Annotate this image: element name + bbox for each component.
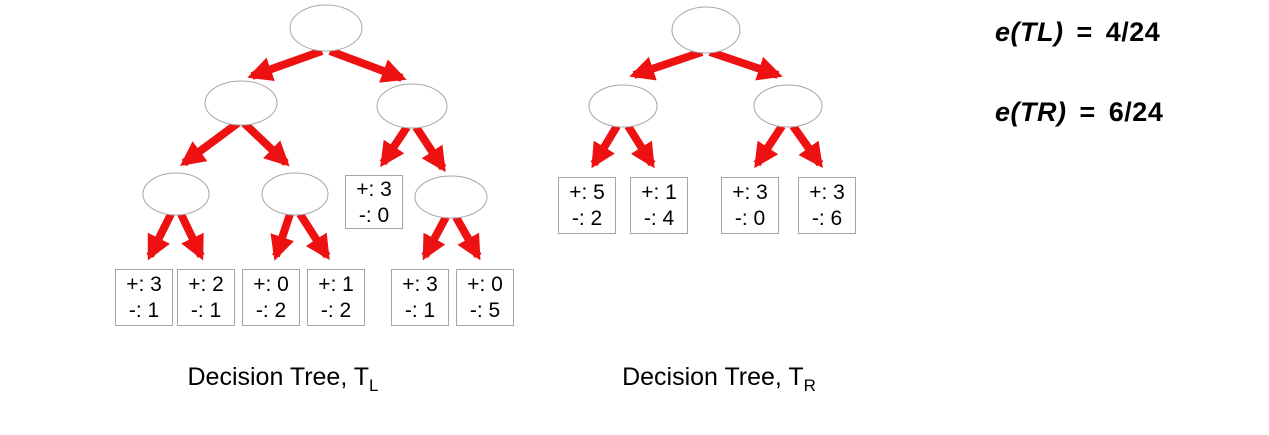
leaf-minus-count: -: 2: [255, 299, 287, 322]
tree-edge-arrow: [247, 47, 324, 82]
equation-lhs: e(TL): [995, 17, 1064, 47]
tree-edge-arrow: [789, 123, 824, 169]
tree-node-ellipse: [376, 83, 448, 129]
tree-edge-arrow: [753, 123, 786, 169]
tree-edge-arrow: [629, 48, 704, 81]
leaf-minus-count: -: 4: [643, 207, 675, 230]
leaf-node: +: 3 -: 0: [345, 175, 403, 229]
tree-edge-arrow: [624, 123, 656, 169]
tree-node-ellipse: [142, 172, 210, 216]
equation-rhs: 6/24: [1108, 97, 1164, 127]
leaf-node: +: 3 -: 0: [721, 177, 779, 234]
leaf-plus-count: +: 1: [641, 181, 677, 204]
leaf-node: +: 0 -: 2: [242, 269, 300, 326]
tree-node-ellipse: [414, 175, 488, 219]
leaf-minus-count: -: 2: [571, 207, 603, 230]
leaf-node: +: 3 -: 1: [115, 269, 173, 326]
leaf-node: +: 1 -: 4: [630, 177, 688, 234]
equation-lhs: e(TR): [995, 97, 1067, 127]
leaf-plus-count: +: 2: [188, 273, 224, 296]
leaf-minus-count: -: 1: [128, 299, 160, 322]
tree-left-edges: [146, 47, 482, 261]
tree-right-edges: [590, 48, 824, 169]
tree-edge-arrow: [421, 215, 450, 261]
tree-left-nodes: [142, 4, 488, 219]
tree-caption-subscript: L: [369, 376, 379, 395]
tree-edge-arrow: [328, 47, 407, 83]
tree-caption-right: Decision Tree, TR: [622, 363, 816, 395]
equals-sign: =: [1076, 17, 1093, 47]
leaf-node: +: 3 -: 1: [391, 269, 449, 326]
tree-edge-arrow: [708, 48, 783, 81]
tree-node-ellipse: [289, 4, 363, 52]
tree-edge-arrow: [590, 123, 621, 169]
leaf-minus-count: -: 0: [358, 204, 390, 227]
leaf-minus-count: -: 1: [404, 299, 436, 322]
tree-edge-arrow: [452, 215, 482, 261]
leaf-plus-count: +: 3: [402, 273, 438, 296]
leaf-minus-count: -: 6: [811, 207, 843, 230]
equation-error-tl: e(TL) = 4/24: [995, 17, 1160, 48]
leaf-node: +: 2 -: 1: [177, 269, 235, 326]
tree-node-ellipse: [204, 80, 278, 126]
tree-node-ellipse: [588, 84, 658, 128]
leaf-node: +: 0 -: 5: [456, 269, 514, 326]
leaf-minus-count: -: 2: [320, 299, 352, 322]
leaf-minus-count: -: 0: [734, 207, 766, 230]
tree-edge-arrow: [296, 211, 331, 261]
leaf-plus-count: +: 3: [356, 178, 392, 201]
tree-caption-text: Decision Tree, T: [187, 363, 370, 391]
tree-edge-arrow: [180, 119, 241, 167]
tree-edge-arrow: [412, 124, 447, 173]
tree-node-ellipse: [261, 172, 329, 216]
leaf-node: +: 5 -: 2: [558, 177, 616, 234]
equation-rhs: 4/24: [1105, 17, 1161, 47]
tree-node-ellipse: [671, 6, 741, 54]
tree-caption-text: Decision Tree, T: [622, 363, 804, 391]
leaf-plus-count: +: 5: [569, 181, 605, 204]
tree-caption-left: Decision Tree, TL: [187, 363, 379, 395]
tree-edge-arrow: [270, 212, 295, 261]
leaf-plus-count: +: 0: [253, 273, 289, 296]
tree-edge-arrow: [177, 212, 205, 261]
leaf-plus-count: +: 1: [318, 273, 354, 296]
equation-error-tr: e(TR) = 6/24: [995, 97, 1163, 128]
leaf-plus-count: +: 0: [467, 273, 503, 296]
equals-sign: =: [1079, 97, 1096, 127]
tree-edge-arrow: [146, 212, 175, 261]
leaf-minus-count: -: 5: [469, 299, 501, 322]
leaf-plus-count: +: 3: [732, 181, 768, 204]
leaf-node: +: 1 -: 2: [307, 269, 365, 326]
leaf-plus-count: +: 3: [809, 181, 845, 204]
tree-edge-arrow: [379, 124, 411, 168]
leaf-node: +: 3 -: 6: [798, 177, 856, 234]
leaf-minus-count: -: 1: [190, 299, 222, 322]
tree-node-ellipse: [753, 84, 823, 128]
leaf-plus-count: +: 3: [126, 273, 162, 296]
tree-right-nodes: [588, 6, 823, 128]
tree-caption-subscript: R: [803, 376, 816, 395]
tree-edge-arrow: [241, 120, 290, 167]
